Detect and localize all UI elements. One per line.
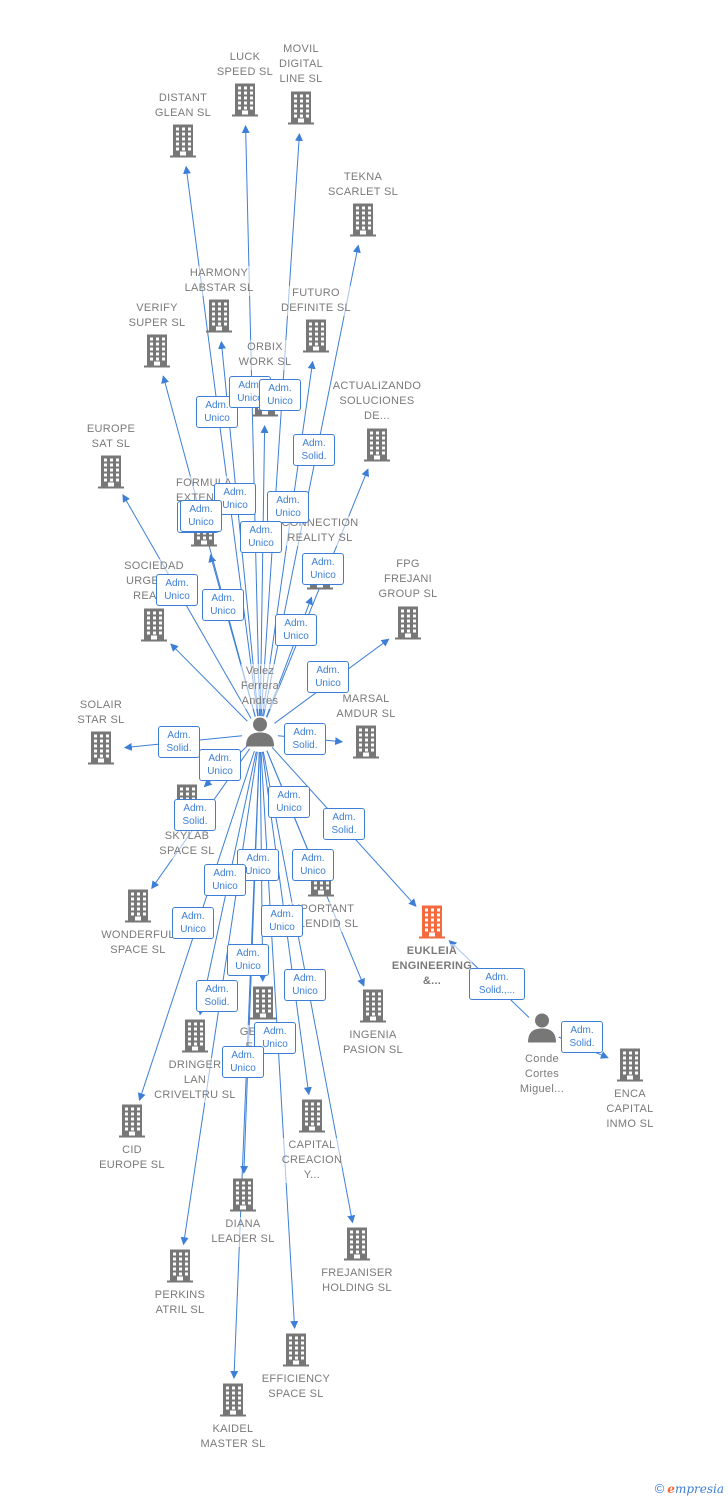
building-icon[interactable] <box>393 605 423 646</box>
building-icon[interactable] <box>301 318 331 359</box>
copyright-icon: © <box>654 1481 665 1496</box>
edge-line <box>183 165 259 717</box>
relation-badge[interactable]: Adm. Unico <box>156 574 198 606</box>
relation-badge[interactable]: Adm. Solid. <box>561 1021 603 1053</box>
building-icon[interactable] <box>351 724 381 765</box>
building-icon[interactable] <box>281 1332 311 1373</box>
relation-badge[interactable]: Adm. Unico <box>227 944 269 976</box>
building-icon[interactable] <box>615 1047 645 1088</box>
building-icon[interactable] <box>142 333 172 374</box>
footer-brand: © empresia <box>655 1481 724 1496</box>
edge-line <box>260 132 303 717</box>
building-icon[interactable] <box>362 427 392 468</box>
relation-badge[interactable]: Adm. Unico <box>284 969 326 1001</box>
building-icon[interactable] <box>248 985 278 1026</box>
relation-badge[interactable]: Adm. Unico <box>172 907 214 939</box>
relation-badge[interactable]: Adm. Unico <box>275 614 317 646</box>
relation-badge[interactable]: Adm. Unico <box>214 483 256 515</box>
building-icon[interactable] <box>348 202 378 243</box>
relation-badge[interactable]: Adm. Solid. <box>284 723 326 755</box>
building-icon[interactable] <box>228 1177 258 1218</box>
edge-line <box>241 124 261 717</box>
relation-badge[interactable]: Adm. Unico <box>267 491 309 523</box>
relation-badge[interactable]: Adm. Solid. <box>158 726 200 758</box>
building-icon[interactable] <box>230 82 260 123</box>
relation-badge[interactable]: Adm. Unico <box>261 905 303 937</box>
building-icon[interactable] <box>123 888 153 929</box>
brand-logo[interactable]: empresia <box>667 1481 724 1496</box>
relation-badge[interactable]: Adm. Solid. <box>196 980 238 1012</box>
building-icon[interactable] <box>86 730 116 771</box>
relation-badge[interactable]: Adm. Solid. <box>174 799 216 831</box>
relation-badge[interactable]: Adm. Unico <box>259 379 301 411</box>
relation-badge[interactable]: Adm. Unico <box>268 786 310 818</box>
building-icon[interactable] <box>168 123 198 164</box>
building-icon[interactable] <box>417 904 447 945</box>
person-icon[interactable] <box>526 1012 558 1049</box>
relation-badge[interactable]: Adm. Unico <box>204 864 246 896</box>
building-icon[interactable] <box>165 1248 195 1289</box>
relation-badge[interactable]: Adm. Unico <box>180 500 222 532</box>
edge-line <box>208 554 256 717</box>
relation-badge[interactable]: Adm. Unico <box>302 553 344 585</box>
building-icon[interactable] <box>117 1103 147 1144</box>
relation-badge[interactable]: Adm. Unico <box>199 749 241 781</box>
building-icon[interactable] <box>139 607 169 648</box>
edge-line <box>122 493 252 719</box>
relation-badge[interactable]: Adm. Unico <box>240 521 282 553</box>
building-icon[interactable] <box>358 988 388 1029</box>
building-icon[interactable] <box>180 1018 210 1059</box>
person-icon[interactable] <box>244 716 276 753</box>
building-icon[interactable] <box>342 1226 372 1267</box>
relation-badge[interactable]: Adm. Solid. <box>293 434 335 466</box>
relation-badge[interactable]: Adm. Solid.,... <box>469 968 525 1000</box>
relation-badge[interactable]: Adm. Unico <box>307 661 349 693</box>
relation-badge[interactable]: Adm. Solid. <box>323 808 365 840</box>
relation-badge[interactable]: Adm. Unico <box>222 1046 264 1078</box>
building-icon[interactable] <box>204 298 234 339</box>
building-icon[interactable] <box>96 454 126 495</box>
relation-badge[interactable]: Adm. Unico <box>202 589 244 621</box>
building-icon[interactable] <box>297 1098 327 1139</box>
edge-line <box>170 643 248 722</box>
building-icon[interactable] <box>286 90 316 131</box>
edge-line <box>266 468 370 718</box>
relation-badge[interactable]: Adm. Unico <box>292 849 334 881</box>
building-icon[interactable] <box>218 1382 248 1423</box>
